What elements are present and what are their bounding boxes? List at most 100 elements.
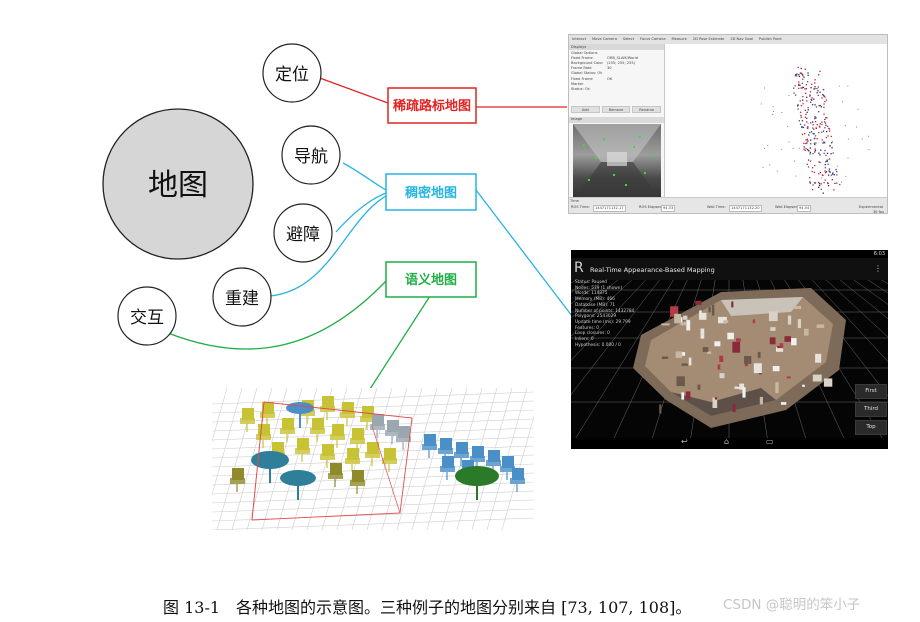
rtabmap-dense-map-screenshot: 6:03 R Real-Time Appearance-Based Mappin… bbox=[571, 250, 888, 449]
rviz-time-label: Wall Time: bbox=[707, 205, 726, 209]
rviz-time-value[interactable]: 94.53 bbox=[661, 205, 676, 212]
line-interaction-to-semantic bbox=[167, 280, 387, 350]
semantic-map-label: 语义地图 bbox=[405, 272, 457, 288]
rviz-rename-button[interactable]: Rename bbox=[632, 106, 662, 113]
rviz-tool-2[interactable]: Select bbox=[622, 37, 635, 41]
rviz-experimental: Experimental bbox=[859, 205, 883, 209]
rviz-tool-5[interactable]: 2D Pose Estimate bbox=[692, 37, 725, 41]
rtabmap-stat-line: Hypothesis: 0.000 / 0 bbox=[575, 342, 621, 348]
dense-map-label: 稠密地图 bbox=[405, 185, 457, 201]
line-dense-to-rtab bbox=[475, 189, 573, 317]
rviz-tree-row[interactable]: Global Status: Ok bbox=[571, 71, 603, 76]
rviz-time-label: ROS Time: bbox=[571, 205, 590, 209]
rviz-fps: 30 fps bbox=[872, 210, 884, 214]
rviz-time-label: ROS Elapsed: bbox=[639, 205, 664, 209]
chair bbox=[365, 442, 380, 466]
rviz-tree-row[interactable]: Marker bbox=[571, 81, 584, 86]
table bbox=[251, 451, 289, 483]
line-obstacle-to-dense bbox=[335, 192, 387, 233]
rtabmap-3d-view bbox=[571, 250, 888, 449]
reconstruction-label: 重建 bbox=[225, 289, 259, 309]
rtabmap-stat-line: Polygons: 2543029 bbox=[575, 314, 617, 320]
rviz-tool-7[interactable]: Publish Point bbox=[758, 37, 782, 41]
table bbox=[455, 466, 499, 500]
rviz-add-button[interactable]: Add bbox=[571, 106, 600, 113]
rviz-time-value[interactable]: 1447171132.17 bbox=[593, 205, 626, 212]
sparse-map-label: 稀疏路标地图 bbox=[393, 98, 471, 114]
rviz-3d-view bbox=[665, 44, 887, 197]
dense-map-box bbox=[385, 173, 477, 211]
interaction-label: 交互 bbox=[130, 308, 164, 328]
rtabmap-stat-line: Features: 0 bbox=[575, 325, 600, 331]
rtabmap-logo-icon: R bbox=[574, 260, 584, 276]
rviz-tree-row[interactable]: Background Color(255; 255; 255) bbox=[571, 60, 636, 65]
android-nav-bar: ↩ ⌂ ▭ bbox=[571, 437, 888, 449]
chair bbox=[320, 444, 335, 468]
rviz-image-title: Image bbox=[569, 117, 664, 123]
line-reconstruction-to-dense bbox=[269, 195, 387, 297]
rviz-time-value[interactable]: 94.54 bbox=[797, 205, 812, 212]
home-icon[interactable]: ⌂ bbox=[724, 437, 730, 446]
rviz-tool-6[interactable]: 2D Nav Goal bbox=[730, 37, 753, 41]
navigation-label: 导航 bbox=[294, 147, 328, 167]
line-localization-to-sparse bbox=[316, 76, 389, 104]
chair bbox=[422, 434, 437, 458]
chair bbox=[340, 402, 355, 426]
rviz-tool-4[interactable]: Measure bbox=[671, 37, 687, 41]
interaction-circle bbox=[117, 286, 177, 346]
rtabmap-stat-line: Number of points: 1432784 bbox=[575, 308, 635, 314]
map-circle bbox=[102, 108, 254, 260]
chair bbox=[396, 426, 411, 450]
back-icon[interactable]: ↩ bbox=[681, 437, 688, 446]
figure-caption: 图 13-1 各种地图的示意图。三种例子的地图分别来自 [73, 107, 10… bbox=[163, 598, 692, 617]
line-navigation-to-dense bbox=[342, 162, 387, 191]
rtabmap-stat-line: Loop closures: 0 bbox=[575, 331, 610, 337]
chair bbox=[330, 424, 345, 448]
line-semantic-to-chairs bbox=[369, 295, 431, 390]
obstacle-avoidance-circle bbox=[273, 203, 333, 263]
obstacle-avoidance-label: 避障 bbox=[286, 225, 320, 245]
chair bbox=[280, 418, 295, 442]
watermark: CSDN @聪明的笨小子 bbox=[723, 597, 861, 613]
navigation-circle bbox=[281, 125, 341, 185]
view-third-button[interactable]: Third bbox=[855, 402, 887, 417]
rviz-tool-0[interactable]: Interact bbox=[572, 37, 587, 41]
rviz-time-title: Time bbox=[570, 199, 579, 203]
recent-apps-icon[interactable]: ▭ bbox=[766, 437, 774, 446]
rviz-tree-row[interactable]: Global Options bbox=[571, 50, 598, 55]
chair bbox=[370, 414, 385, 438]
table bbox=[280, 470, 316, 500]
chair bbox=[510, 468, 525, 492]
semantic-map-render bbox=[212, 388, 534, 530]
rviz-time-value[interactable]: 1447171132.20 bbox=[729, 205, 762, 212]
rviz-time-label: Wall Elapsed: bbox=[775, 205, 799, 209]
chair bbox=[345, 448, 360, 472]
rtabmap-title: Real-Time Appearance-Based Mapping bbox=[590, 266, 715, 274]
chair bbox=[240, 408, 255, 432]
chair bbox=[295, 438, 310, 462]
rtabmap-stat-line: Inliers: 0 bbox=[575, 337, 594, 343]
rviz-tool-3[interactable]: Focus Camera bbox=[640, 37, 666, 41]
semantic-map-box bbox=[385, 261, 477, 298]
rviz-remove-button[interactable]: Remove bbox=[601, 106, 631, 113]
chair bbox=[310, 418, 325, 442]
chair bbox=[360, 406, 375, 430]
rtabmap-stat-line: Nodes: 539 (1 shown) bbox=[575, 285, 623, 291]
overflow-menu-icon[interactable]: ⋮ bbox=[874, 264, 882, 273]
localization-label: 定位 bbox=[275, 65, 309, 85]
rtabmap-stat-line: Database (MB): 71 bbox=[575, 302, 616, 308]
view-top-button[interactable]: Top bbox=[855, 420, 887, 435]
chair bbox=[256, 424, 271, 448]
view-first-button[interactable]: First bbox=[855, 384, 887, 399]
rviz-tool-1[interactable]: Move Camera bbox=[592, 37, 617, 41]
rviz-tree-row[interactable]: Status: Ok bbox=[571, 86, 590, 91]
chair bbox=[454, 442, 469, 466]
